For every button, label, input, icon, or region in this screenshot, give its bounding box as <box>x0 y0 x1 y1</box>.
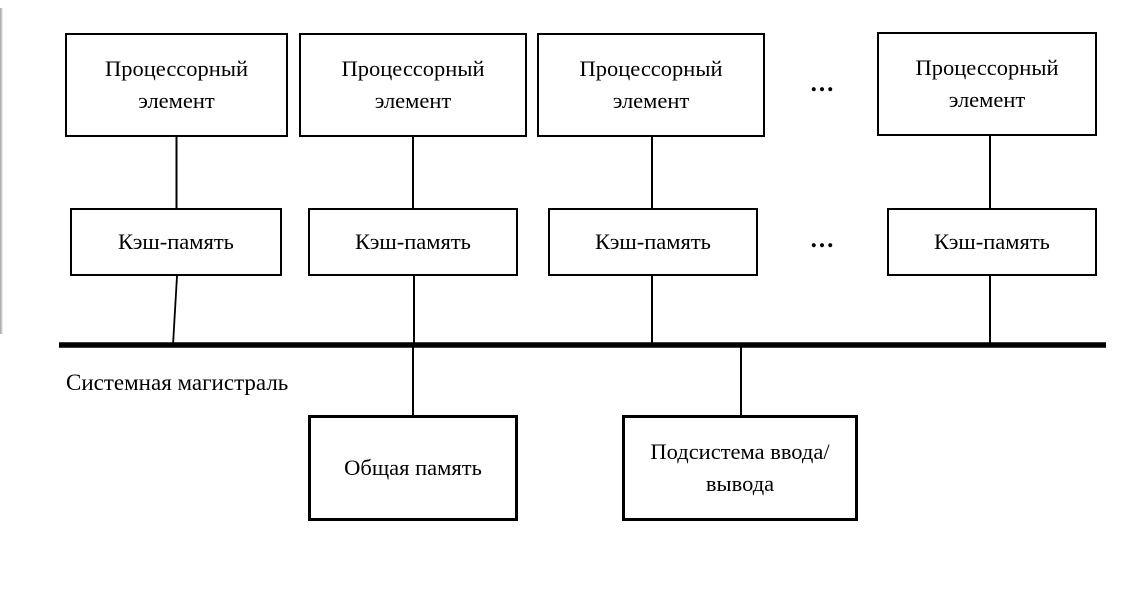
cache-memory-1-box: Кэш-память <box>70 208 282 276</box>
connector-cache1-bus <box>172 275 178 346</box>
processor-element-3-label: Процессорный элемент <box>579 56 723 113</box>
processor-element-1-box: Процессорный элемент <box>65 33 288 137</box>
processor-element-2-box: Процессорный элемент <box>299 33 527 137</box>
processor-element-4-label: Процессорный элемент <box>915 55 1059 112</box>
io-subsystem-box: Подсистема ввода/вывода <box>622 415 858 521</box>
processor-element-1-label: Процессорный элемент <box>104 56 248 113</box>
cache-memory-2-label: Кэш-память <box>355 229 471 254</box>
shared-memory-box: Общая память <box>308 415 518 521</box>
cache-memory-3-label: Кэш-память <box>595 229 711 254</box>
io-subsystem-label: Подсистема ввода/вывода <box>650 439 830 496</box>
processor-element-2-label: Процессорный элемент <box>341 56 485 113</box>
shared-memory-label: Общая память <box>344 455 482 480</box>
cache-memory-2-box: Кэш-память <box>308 208 518 276</box>
cache-memory-3-box: Кэш-память <box>548 208 758 276</box>
processor-element-3-box: Процессорный элемент <box>537 33 765 137</box>
processor-element-4-box: Процессорный элемент <box>877 32 1097 136</box>
ellipsis-cache-row: ... <box>810 226 836 253</box>
ellipsis-processor-row: ... <box>810 70 836 97</box>
page-edge-artifact <box>0 8 3 334</box>
cache-memory-1-label: Кэш-память <box>118 229 234 254</box>
cache-memory-4-label: Кэш-память <box>934 229 1050 254</box>
cache-memory-4-box: Кэш-память <box>887 208 1097 276</box>
system-bus-label: Системная магистраль <box>66 370 289 395</box>
